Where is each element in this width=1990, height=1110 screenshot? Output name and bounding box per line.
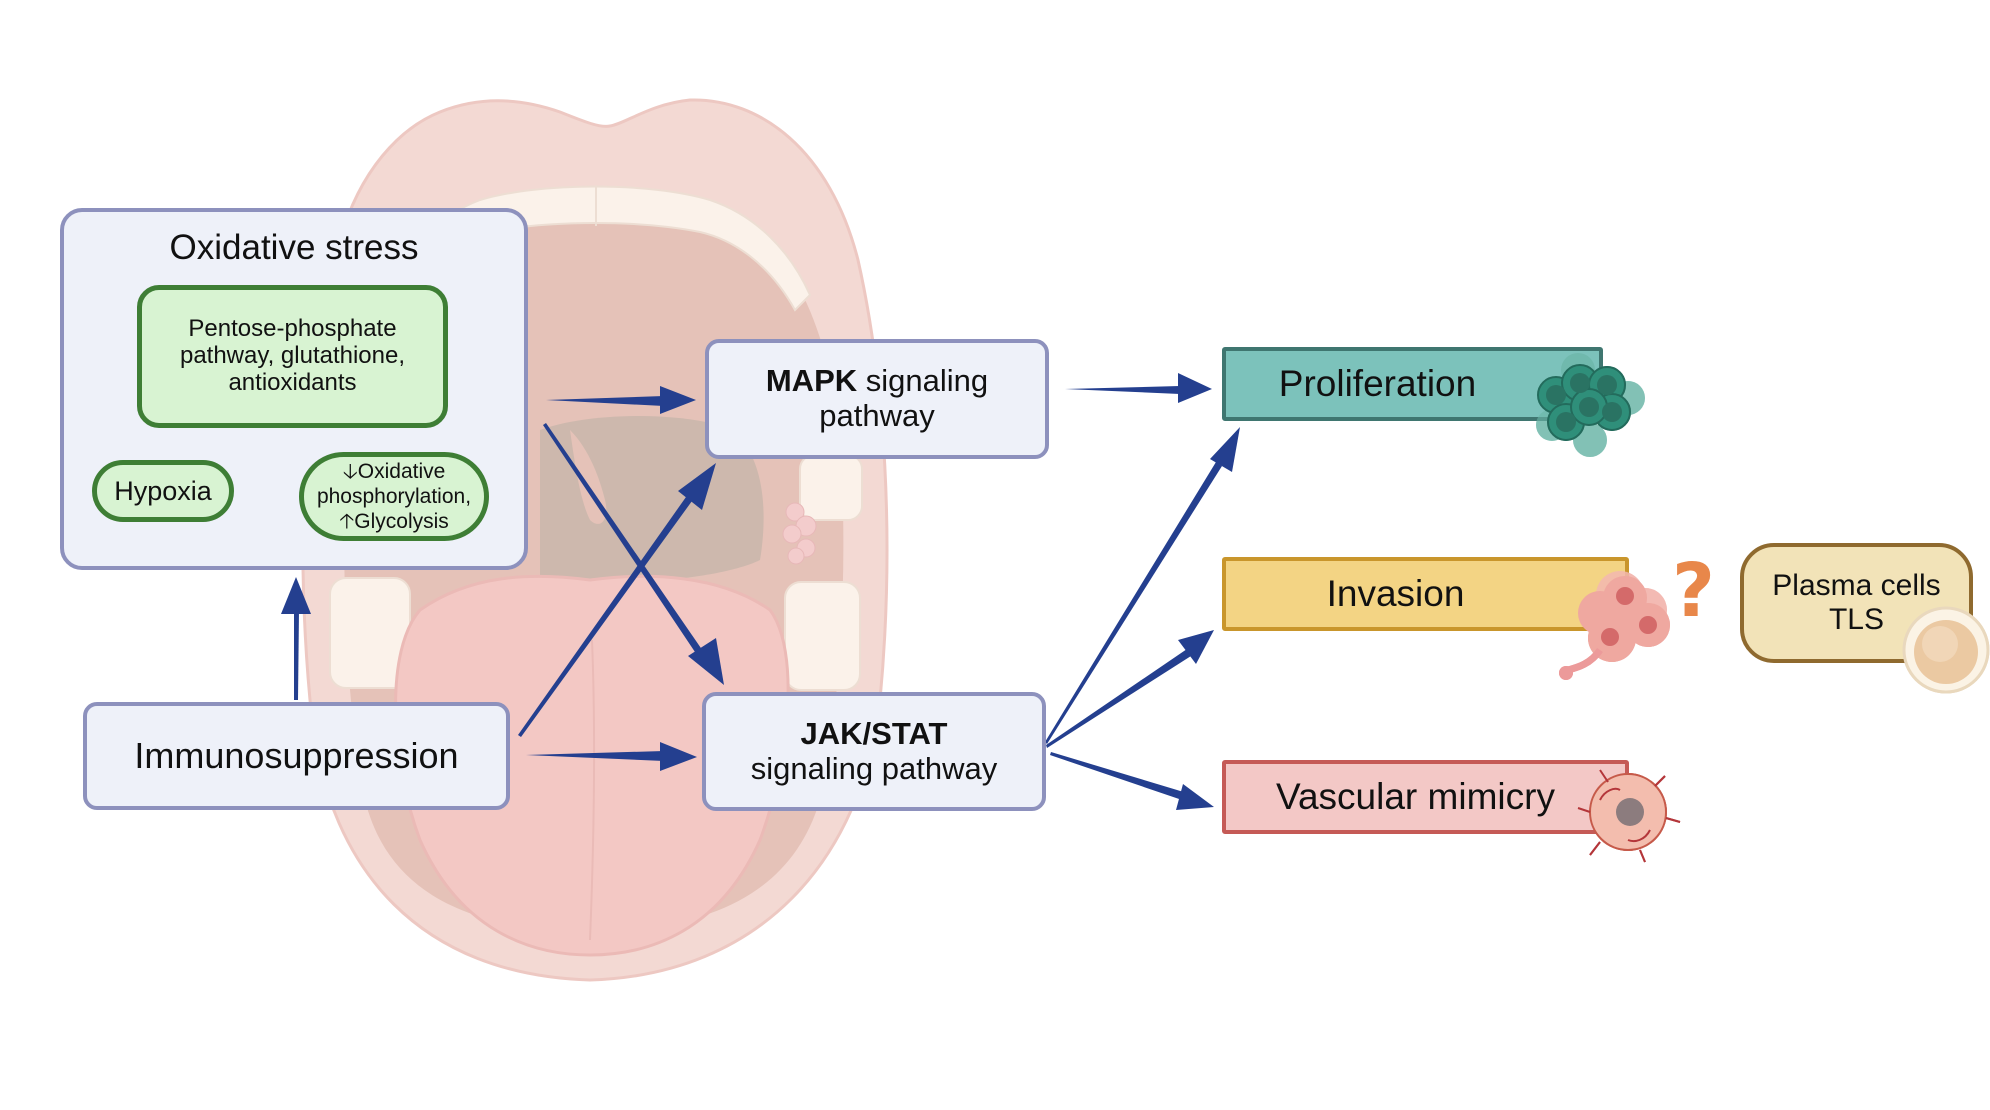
pentose-line-2: pathway, glutathione, bbox=[179, 342, 406, 370]
down-arrow-icon: 🡣 bbox=[342, 459, 358, 483]
proliferation-cells-overlay bbox=[1536, 353, 1645, 457]
vascular-mimicry-box[interactable]: Vascular mimicry bbox=[1222, 760, 1629, 834]
invasion-label: Invasion bbox=[1326, 573, 1465, 614]
vascular-mimicry-label: Vascular mimicry bbox=[1276, 776, 1555, 817]
immunosuppression-label: Immunosuppression bbox=[134, 735, 459, 776]
metabolism-line-3: 🡡Glycolysis bbox=[339, 510, 449, 534]
arrow-mapk-to-proliferation bbox=[1065, 373, 1212, 403]
invasion-box[interactable]: Invasion bbox=[1222, 557, 1629, 631]
arrow-oxidative-to-mapk bbox=[546, 386, 696, 414]
pentose-phosphate-box[interactable]: Pentose-phosphate pathway, glutathione, … bbox=[137, 285, 448, 428]
immunosuppression-box[interactable]: Immunosuppression bbox=[83, 702, 510, 810]
metabolism-line-1: 🡣Oxidative bbox=[342, 459, 446, 483]
hypoxia-label: Hypoxia bbox=[114, 475, 212, 506]
arrows bbox=[97, 348, 1240, 810]
mapk-pathway-box[interactable]: MAPK signaling pathway bbox=[705, 339, 1049, 459]
jakstat-pathway-box[interactable]: JAK/STAT signaling pathway bbox=[702, 692, 1046, 811]
mapk-line-2: pathway bbox=[819, 398, 935, 433]
arrow-oxidative-to-jakstat bbox=[543, 423, 724, 685]
tongue bbox=[394, 574, 790, 957]
plasma-line-2: TLS bbox=[1828, 603, 1885, 636]
proliferation-label: Proliferation bbox=[1278, 363, 1477, 404]
throat bbox=[540, 415, 764, 583]
molar bbox=[799, 454, 863, 521]
lesion bbox=[782, 502, 817, 565]
arrow-immunosuppression-to-mapk bbox=[518, 463, 716, 737]
question-mark-icon: ? bbox=[1672, 548, 1715, 634]
pentose-line-1: Pentose-phosphate bbox=[188, 315, 397, 343]
metabolism-pill[interactable]: 🡣Oxidative phosphorylation, 🡡Glycolysis bbox=[299, 452, 489, 541]
arrow-immunosuppression-to-oxidative-stress bbox=[281, 577, 311, 700]
metabolism-line-2: phosphorylation, bbox=[316, 484, 472, 508]
arrow-jakstat-to-invasion bbox=[1046, 630, 1214, 748]
jakstat-line-1: JAK/STAT bbox=[800, 715, 948, 751]
proliferation-box[interactable]: Proliferation bbox=[1222, 347, 1603, 421]
plasma-line-1: Plasma cells bbox=[1772, 569, 1941, 603]
invasion-cells-overlay bbox=[1559, 571, 1670, 680]
arrow-jakstat-to-proliferation bbox=[1045, 427, 1240, 744]
hypoxia-pill[interactable]: Hypoxia bbox=[92, 460, 234, 522]
jakstat-line-2: signaling pathway bbox=[750, 750, 998, 786]
vascular-cell-overlay bbox=[1577, 769, 1681, 863]
molar bbox=[784, 581, 861, 691]
pentose-line-3: antioxidants bbox=[228, 368, 357, 396]
plasma-cell-overlay bbox=[1902, 606, 1990, 694]
arrow-jakstat-to-vascular bbox=[1050, 752, 1214, 810]
oxidative-stress-title: Oxidative stress bbox=[169, 228, 419, 267]
up-arrow-icon: 🡡 bbox=[339, 510, 355, 534]
mapk-line-1: MAPK signaling bbox=[765, 363, 989, 399]
arrow-immunosuppression-to-jakstat bbox=[526, 742, 697, 771]
